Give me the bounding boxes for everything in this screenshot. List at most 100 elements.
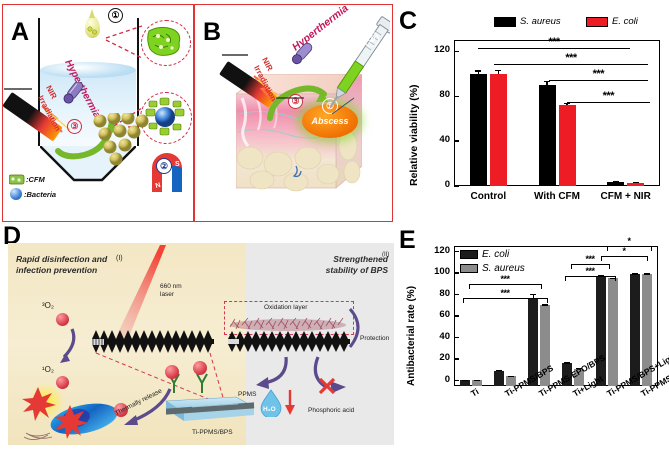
panel-b-thermometer-icon xyxy=(291,42,313,65)
sig-stars: *** xyxy=(500,274,510,284)
panel-d-down-arrow-red xyxy=(285,390,295,415)
error-cap xyxy=(473,379,480,382)
bar xyxy=(630,274,641,386)
panel-d-o2-dot-3 xyxy=(114,403,128,417)
error-bar xyxy=(532,293,534,299)
bar xyxy=(562,363,573,386)
panel-d-title-right: Strengthened stability of BPS xyxy=(325,254,388,276)
y-tick-label: 100 xyxy=(434,266,450,278)
x-category-label: Control xyxy=(470,191,507,202)
sig-line xyxy=(478,48,630,50)
error-cap xyxy=(507,375,514,377)
panel-b-pointer-line xyxy=(222,54,248,56)
y-tick-label: 40 xyxy=(439,330,450,342)
sig-tick xyxy=(571,264,573,269)
sig-stars: *** xyxy=(565,52,577,64)
panel-b-abscess-pointer xyxy=(276,97,304,99)
panel-e-letter: E xyxy=(399,226,416,254)
sig-line xyxy=(469,284,541,286)
error-cap xyxy=(643,273,650,275)
cfm-sheet-icon xyxy=(147,26,181,56)
error-cap xyxy=(612,180,619,182)
sig-tick xyxy=(607,246,609,251)
y-tick-label: 80 xyxy=(439,287,450,299)
bar xyxy=(471,380,482,386)
panel-d-diagram: Rapid disinfection and infection prevent… xyxy=(8,243,394,445)
y-tick xyxy=(454,250,459,253)
bar xyxy=(607,181,625,186)
sig-line xyxy=(607,246,651,248)
bar xyxy=(538,84,556,186)
y-axis-label: Antibacterial rate (%) xyxy=(406,285,417,386)
panel-d-phosphoric-acid-label: Phosphoric acid xyxy=(308,407,355,414)
y-tick xyxy=(454,358,459,360)
panel-d-laser-beam-icon xyxy=(116,245,166,339)
error-bar xyxy=(497,70,500,74)
bar xyxy=(607,278,618,386)
bar xyxy=(641,274,652,386)
y-tick-label: 40 xyxy=(439,134,450,146)
legend-swatch xyxy=(586,17,608,27)
sig-line xyxy=(494,64,648,66)
sig-tick xyxy=(651,246,653,251)
panel-d-mark-left: (I) xyxy=(116,255,123,262)
error-cap xyxy=(609,277,616,280)
panel-d-o2-dot-2 xyxy=(56,376,69,389)
error-cap xyxy=(564,102,570,105)
sig-tick xyxy=(547,298,549,303)
sig-line xyxy=(549,80,648,82)
panel-a-letter: A xyxy=(11,18,30,46)
bar xyxy=(558,105,576,186)
legend-label: S. aureus xyxy=(482,263,525,274)
error-cap xyxy=(495,70,502,72)
panel-b-abscess-label: Abscess xyxy=(311,116,349,126)
panel-a-bacteria-cluster-icon xyxy=(93,113,149,166)
y-tick-label: 20 xyxy=(439,352,450,364)
y-tick-label: 60 xyxy=(439,309,450,321)
panel-d-water-drop-icon: H₂O xyxy=(260,389,282,417)
error-cap xyxy=(462,379,469,381)
bar xyxy=(573,368,584,386)
y-tick xyxy=(454,380,459,382)
panel-b-letter: B xyxy=(203,18,222,46)
sig-stars: *** xyxy=(592,68,605,80)
y-tick xyxy=(454,315,459,317)
panel-d-water-arrow xyxy=(256,356,288,389)
panel-d-nanotube-right-icon xyxy=(228,331,350,352)
panel-d-bps-anchors-icon xyxy=(168,373,208,393)
bacteria-with-cfm-icon xyxy=(145,97,185,136)
error-cap xyxy=(541,304,548,306)
bar xyxy=(596,276,607,386)
panel-d-protection-arrow xyxy=(348,308,360,348)
panel-d-singlet-o2: ¹O₂ xyxy=(42,365,54,374)
panel-b-laser-beam-icon xyxy=(253,75,283,103)
error-cap xyxy=(575,368,582,370)
sig-line xyxy=(463,298,547,300)
panel-d-zoom-dashes xyxy=(95,352,225,404)
panel-d-title-left: Rapid disinfection and infection prevent… xyxy=(16,254,108,276)
cfm-droplet-icon xyxy=(85,9,100,38)
panel-d-thermal-arrow xyxy=(124,388,172,425)
panel-a-pointer-line xyxy=(4,88,32,90)
y-tick xyxy=(454,293,459,296)
panel-d-mark-right: (II) xyxy=(382,252,390,258)
panel-b-step-2: ② xyxy=(364,32,379,47)
panel-a-step-1: ① xyxy=(108,8,123,23)
sig-line xyxy=(571,264,609,266)
legend-label: E. coli xyxy=(612,16,638,27)
y-axis-label: Relative viability (%) xyxy=(408,84,420,186)
panel-a-laser-beam-icon xyxy=(41,105,71,133)
panel-d-triplet-o2: ³O₂ xyxy=(42,301,54,310)
panel-a-step-2: ② xyxy=(156,158,172,174)
error-cap xyxy=(530,293,537,296)
zoom-dashes-top-icon xyxy=(105,25,143,59)
error-bar xyxy=(477,70,480,74)
sig-stars: * xyxy=(627,236,631,246)
panel-b-injection-line xyxy=(331,97,355,115)
sig-stars: *** xyxy=(585,266,595,276)
panel-d-oxidation-fuzz-icon xyxy=(229,317,346,331)
x-category-label: CFM + NIR xyxy=(600,191,651,202)
